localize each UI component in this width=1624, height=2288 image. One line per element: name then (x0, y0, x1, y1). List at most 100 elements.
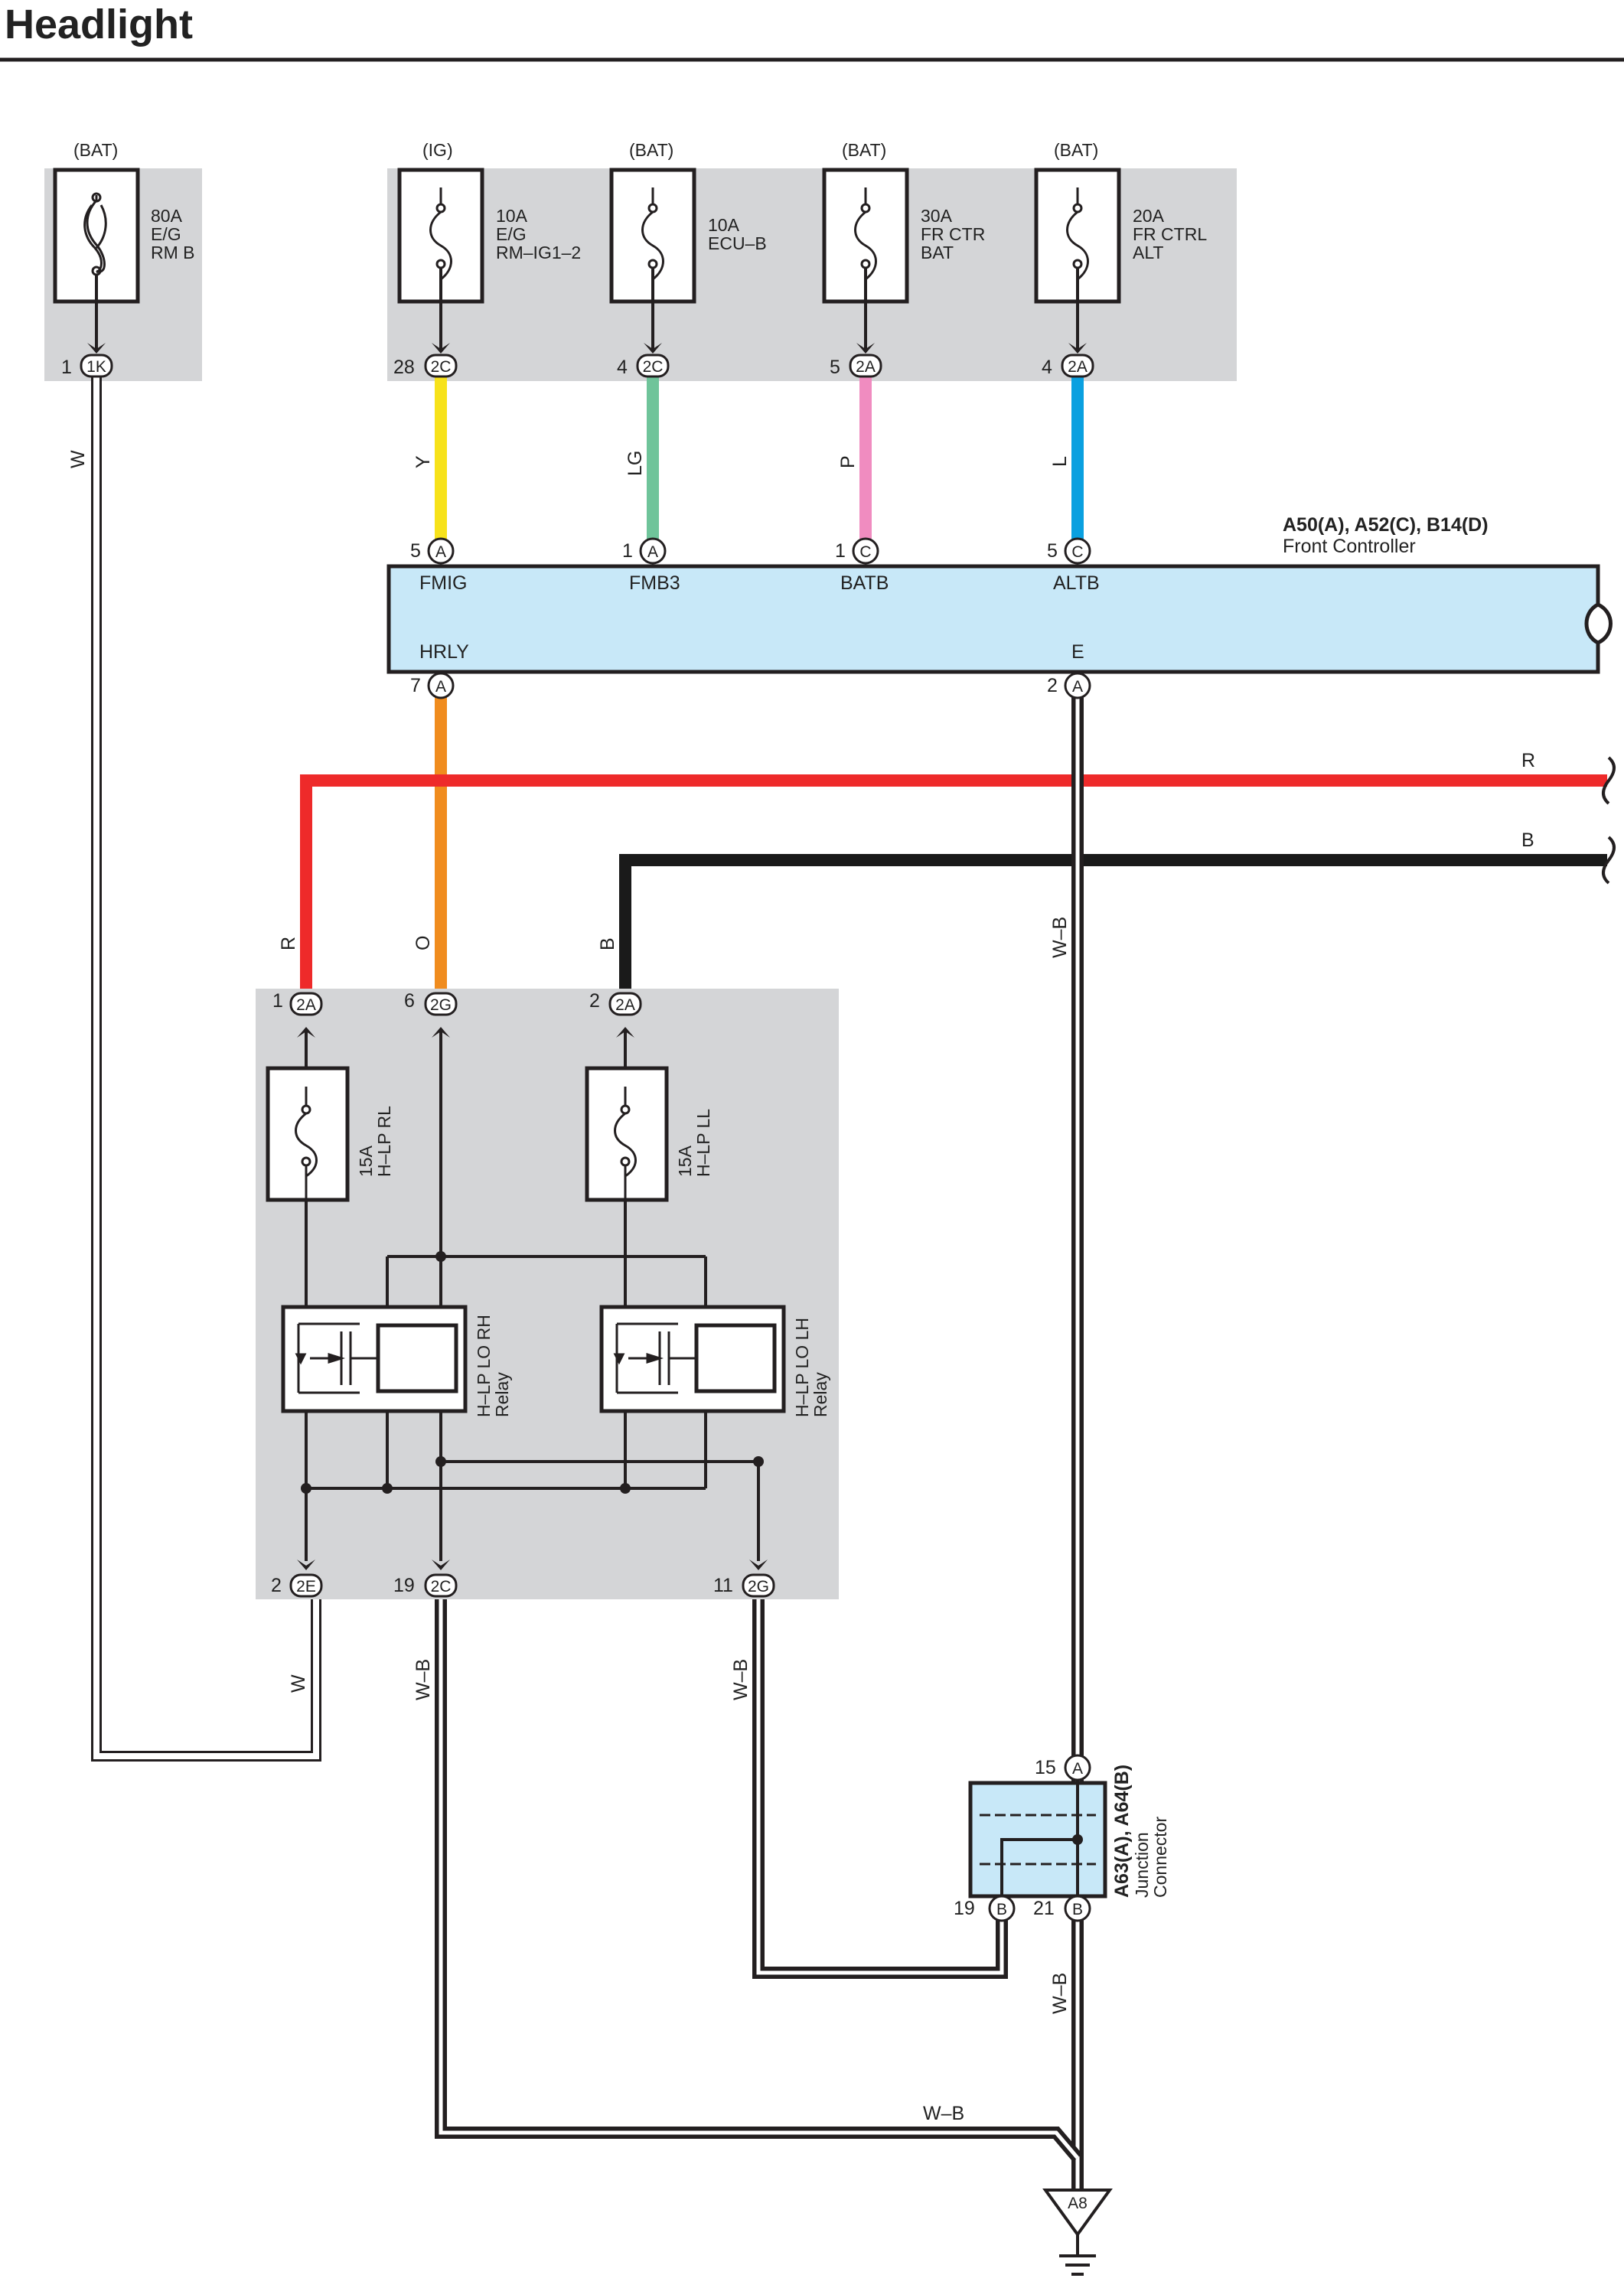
svg-text:1: 1 (61, 357, 72, 378)
svg-text:BATB: BATB (840, 572, 889, 594)
controller-pin-e: E 2 A (1047, 641, 1091, 699)
connector-2c-28: 28 2C (393, 343, 458, 378)
svg-text:2: 2 (271, 1575, 282, 1596)
wire-label-wb-main: W–B (1049, 917, 1071, 958)
wire-label-wb-lower1: W–B (413, 1659, 434, 1700)
connector-2a-4: 4 2A (1042, 343, 1094, 378)
controller-pin-hrly: HRLY 7 A (410, 641, 469, 699)
svg-text:FR CTR: FR CTR (921, 224, 985, 244)
svg-text:80A: 80A (151, 206, 183, 226)
wire-label-r-top: R (1521, 750, 1535, 771)
svg-text:Front Controller: Front Controller (1283, 536, 1416, 557)
wire-label-wb-main-lower: W–B (1049, 1973, 1071, 2014)
svg-text:C: C (1071, 543, 1083, 561)
wire-r (300, 774, 1607, 993)
svg-text:1K: 1K (86, 358, 106, 376)
svg-text:5: 5 (1047, 540, 1058, 562)
wire-label-p: P (837, 455, 859, 468)
relay-hlp-lo-rh: H–LP LO RH Relay (281, 1305, 512, 1417)
svg-text:(BAT): (BAT) (842, 140, 886, 160)
relay-pin-2a-2: 2 2A (589, 990, 642, 1038)
controller-pin-altb: 5 C ALTB (1047, 537, 1100, 594)
svg-text:RM–IG1–2: RM–IG1–2 (496, 243, 581, 262)
svg-text:(BAT): (BAT) (629, 140, 673, 160)
page-title: Headlight (5, 2, 193, 47)
svg-text:2: 2 (1047, 675, 1058, 696)
wire-label-lg: LG (624, 451, 646, 476)
svg-text:6: 6 (404, 990, 415, 1012)
svg-text:21: 21 (1033, 1898, 1055, 1919)
svg-text:FMIG: FMIG (419, 572, 468, 594)
wire-wb-2g (752, 1599, 1008, 1979)
relay-junction-dots (301, 1251, 764, 1494)
svg-text:A: A (647, 543, 658, 561)
svg-text:H–LP LO LH: H–LP LO LH (792, 1318, 812, 1417)
connector-2a-5: 5 2A (830, 343, 882, 378)
svg-text:2C: 2C (431, 358, 452, 376)
svg-text:2A: 2A (615, 996, 635, 1014)
svg-text:Relay: Relay (810, 1372, 830, 1417)
svg-text:(IG): (IG) (422, 140, 453, 160)
svg-text:HRLY: HRLY (419, 641, 469, 663)
fuse-15a-hlp-rl: 15A H–LP RL (266, 1066, 394, 1202)
svg-text:FR CTRL: FR CTRL (1133, 224, 1207, 244)
svg-text:ECU–B: ECU–B (708, 233, 767, 253)
svg-text:5: 5 (830, 357, 840, 378)
relay-pin-2a-1: 1 2A (272, 990, 323, 1038)
svg-text:E/G: E/G (151, 224, 181, 244)
svg-text:B: B (996, 1901, 1007, 1918)
svg-text:28: 28 (393, 357, 415, 378)
svg-text:ALT: ALT (1133, 243, 1163, 262)
connector-1k: 1 1K (61, 343, 113, 378)
svg-text:BAT: BAT (921, 243, 954, 262)
svg-text:1: 1 (835, 540, 846, 562)
wire-label-l: L (1049, 456, 1071, 467)
fuse-80a-eg-rmb: (BAT) 80A E/G RM B (53, 140, 195, 352)
svg-text:(BAT): (BAT) (73, 140, 118, 160)
wire-wb-2c (435, 1599, 1083, 2163)
svg-text:A: A (1072, 1760, 1083, 1778)
wire-b (619, 854, 1607, 993)
fuse-10a-eg-rmig12: (IG) 10A E/G RM–IG1–2 (397, 140, 581, 352)
wire-break-r (1602, 756, 1616, 805)
svg-text:19: 19 (954, 1898, 975, 1919)
svg-text:30A: 30A (921, 206, 953, 226)
svg-text:E: E (1071, 641, 1084, 663)
wire-label-o-vert: O (413, 936, 434, 950)
svg-text:5: 5 (410, 540, 421, 562)
svg-text:A8: A8 (1068, 2195, 1088, 2212)
svg-text:19: 19 (393, 1575, 415, 1596)
svg-text:2E: 2E (296, 1578, 316, 1595)
wire-w (91, 376, 321, 1762)
svg-text:2G: 2G (430, 996, 452, 1014)
connector-2c-4: 4 2C (617, 343, 670, 378)
svg-text:2A: 2A (1068, 358, 1088, 376)
fuse-20a-frctrl-alt: (BAT) 20A FR CTRL ALT (1034, 140, 1207, 352)
svg-text:1: 1 (622, 540, 633, 562)
svg-text:Junction: Junction (1132, 1832, 1152, 1898)
wire-label-wb-horizontal: W–B (923, 2103, 964, 2124)
svg-text:B: B (1072, 1901, 1083, 1918)
svg-text:15: 15 (1035, 1757, 1056, 1778)
svg-text:2C: 2C (431, 1578, 452, 1595)
wire-label-b-vert: B (597, 937, 618, 950)
relay-pin-2c-19: 19 2C (393, 1560, 458, 1598)
svg-text:2A: 2A (856, 358, 876, 376)
svg-text:1: 1 (272, 990, 283, 1012)
svg-text:A: A (435, 678, 446, 696)
svg-text:H–LP LL: H–LP LL (693, 1109, 713, 1177)
relay-hlp-lo-lh: H–LP LO LH Relay (599, 1305, 830, 1417)
junction-connector: 15 A 19 B 21 B A63(A), A64(B) Junction C… (954, 1754, 1170, 1922)
svg-text:7: 7 (410, 675, 421, 696)
svg-text:4: 4 (617, 357, 628, 378)
wire-label-w: W (67, 450, 89, 468)
svg-text:A: A (435, 543, 446, 561)
svg-text:2G: 2G (748, 1578, 769, 1595)
svg-text:C: C (859, 543, 871, 561)
svg-text:(BAT): (BAT) (1054, 140, 1098, 160)
svg-text:10A: 10A (708, 215, 740, 235)
wire-label-wb-lower2: W–B (730, 1659, 752, 1700)
fuse-30a-frctr-bat: (BAT) 30A FR CTR BAT (822, 140, 985, 352)
svg-text:A: A (1072, 678, 1083, 696)
